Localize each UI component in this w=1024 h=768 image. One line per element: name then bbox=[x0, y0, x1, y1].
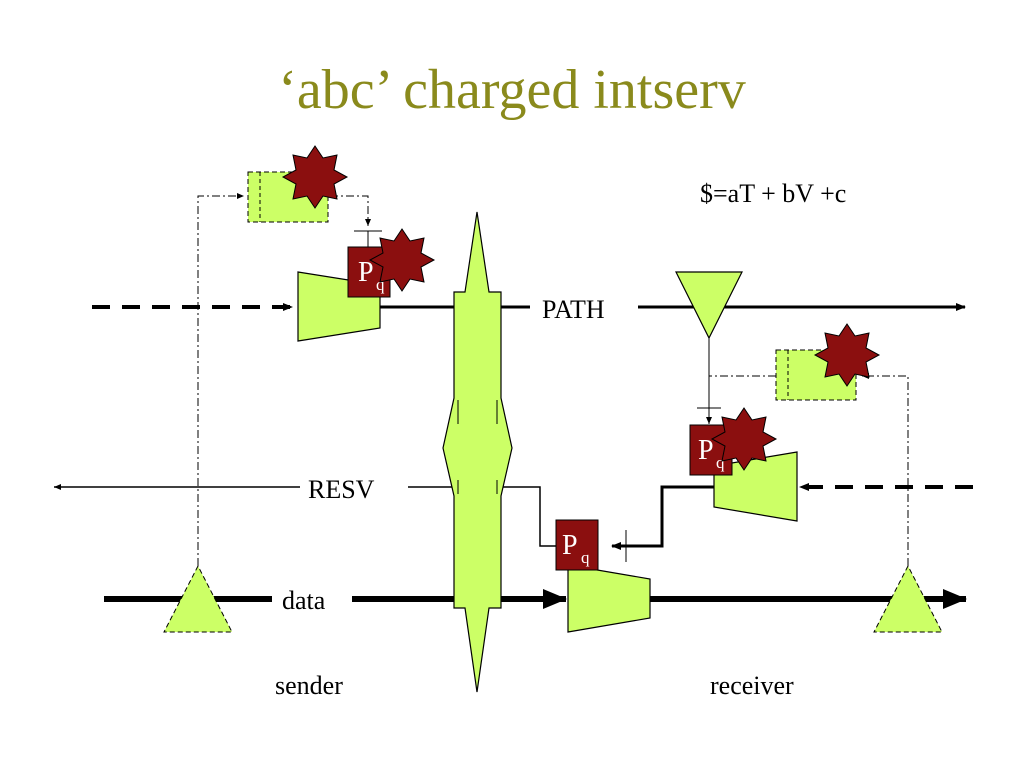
policy-letter: P bbox=[698, 435, 714, 466]
path-label: PATH bbox=[542, 295, 605, 324]
policy-subscript: q bbox=[376, 275, 385, 294]
star-icon bbox=[281, 145, 349, 209]
receiver-label: receiver bbox=[710, 671, 794, 700]
router-data-funnel bbox=[567, 564, 651, 633]
policy-letter: P bbox=[562, 530, 578, 561]
star-icon bbox=[813, 323, 881, 387]
policy-letter: P bbox=[358, 257, 374, 288]
sender-signal-line bbox=[197, 193, 244, 566]
charge-formula: $=aT + bV +c bbox=[700, 179, 846, 208]
data-label: data bbox=[282, 586, 326, 615]
resv-route-down bbox=[611, 485, 714, 550]
star-icon bbox=[710, 407, 778, 471]
sender-label: sender bbox=[275, 671, 343, 700]
router-policy-box: P q bbox=[555, 519, 599, 571]
receiver-path-triangle bbox=[675, 271, 743, 340]
sender-box-signal-down bbox=[330, 195, 371, 226]
star-icon bbox=[368, 228, 436, 292]
receiver-signal-line bbox=[862, 373, 909, 566]
policy-subscript: q bbox=[581, 548, 590, 567]
receiver-data-triangle bbox=[873, 564, 943, 633]
sender-data-triangle bbox=[163, 564, 233, 633]
policy-subscript: q bbox=[716, 453, 725, 472]
resv-label: RESV bbox=[308, 475, 375, 504]
central-vertical-arrow bbox=[442, 211, 513, 693]
slide-title: ‘abc’ charged intserv bbox=[278, 59, 746, 121]
